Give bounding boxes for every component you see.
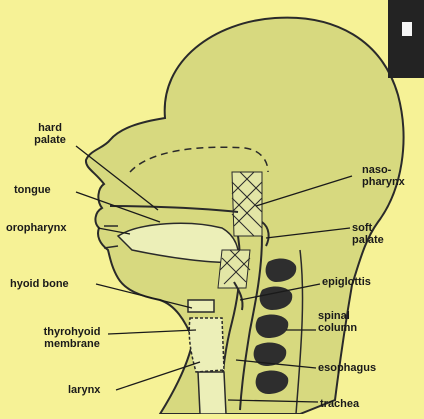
label-soft-palate: soft palate (352, 222, 384, 246)
label-nasopharynx: naso- pharynx (362, 164, 405, 188)
label-spinal-column: spinal column (318, 310, 357, 334)
label-larynx: larynx (68, 384, 100, 396)
trachea-shape (198, 372, 226, 414)
label-trachea: trachea (320, 398, 359, 410)
corner-dark-box (388, 0, 424, 78)
label-hard-palate: hard palate (22, 122, 78, 146)
label-tongue: tongue (14, 184, 51, 196)
hyoid-bone-shape (188, 300, 214, 312)
label-oropharynx: oropharynx (6, 222, 67, 234)
corner-glyph (402, 22, 412, 36)
nasopharynx-hatch (232, 172, 262, 236)
label-epiglottis: epiglottis (322, 276, 371, 288)
label-esophagus: esophagus (318, 362, 376, 374)
label-hyoid-bone: hyoid bone (10, 278, 69, 290)
label-thyrohyoid-membrane: thyrohyoid membrane (32, 326, 112, 350)
